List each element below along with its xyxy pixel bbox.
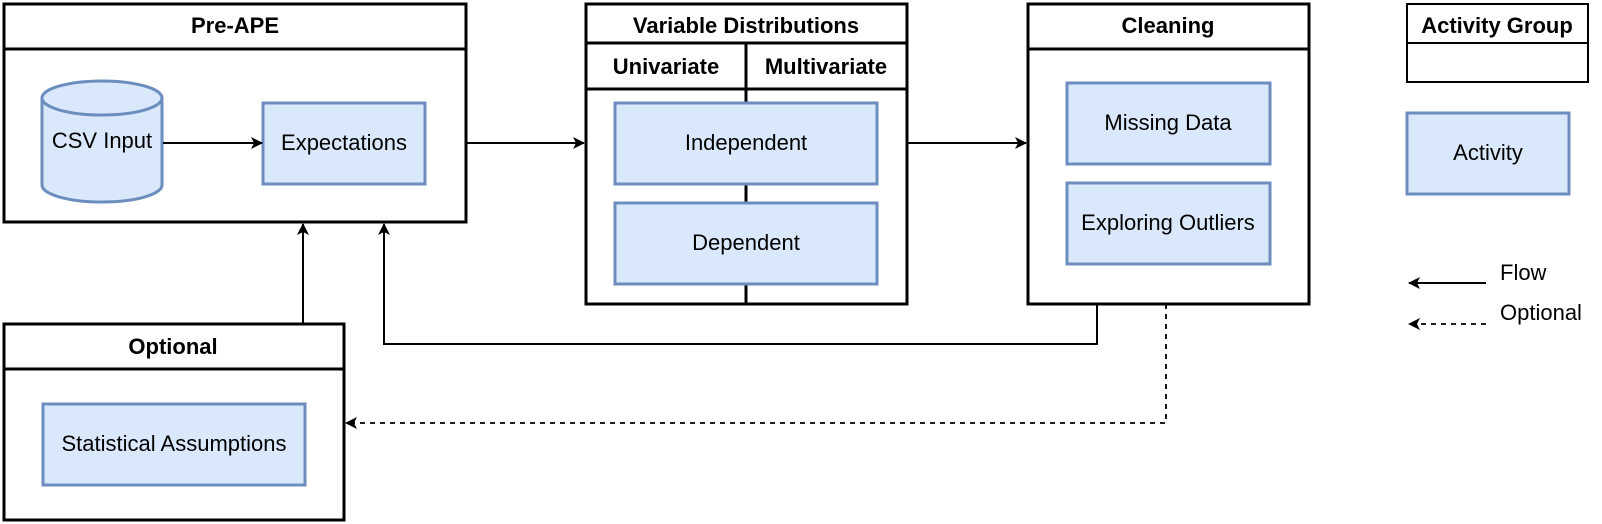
connectors — [163, 137, 1167, 429]
legend-activity-group-label: Activity Group — [1421, 13, 1573, 38]
missing-data-label: Missing Data — [1104, 110, 1232, 135]
activity-missing-data: Missing Data — [1065, 81, 1272, 166]
group-variable-distributions: Variable Distributions Univariate Multiv… — [584, 2, 909, 306]
flow-cleaning-back-to-pre-ape — [378, 223, 1098, 345]
group-optional-title: Optional — [128, 334, 217, 359]
csv-input-label: CSV Input — [52, 128, 152, 153]
exploring-outliers-label: Exploring Outliers — [1081, 210, 1255, 235]
independent-label: Independent — [685, 130, 807, 155]
group-cleaning-title: Cleaning — [1122, 13, 1215, 38]
group-cleaning: Cleaning Missing Data Exploring Outliers — [1026, 2, 1311, 306]
activity-dependent: Dependent — [613, 201, 879, 286]
dependent-label: Dependent — [692, 230, 800, 255]
legend-optional-label: Optional — [1500, 300, 1582, 325]
legend-activity-label: Activity — [1453, 140, 1523, 165]
legend-activity: Activity — [1405, 111, 1571, 196]
activity-exploring-outliers: Exploring Outliers — [1065, 181, 1272, 266]
legend-flow-label: Flow — [1500, 260, 1547, 285]
multivariate-lane-title: Multivariate — [765, 54, 887, 79]
group-pre-ape-title: Pre-APE — [191, 13, 279, 38]
expectations-label: Expectations — [281, 130, 407, 155]
statistical-assumptions-label: Statistical Assumptions — [62, 431, 287, 456]
group-pre-ape: Pre-APE CSV Input Expectations — [2, 2, 468, 224]
legend-optional: Optional — [1408, 300, 1582, 330]
legend-flow: Flow — [1408, 260, 1547, 289]
activity-independent: Independent — [613, 101, 879, 186]
legend-activity-group: Activity Group — [1406, 3, 1589, 83]
optional-cleaning-to-optional — [345, 304, 1167, 429]
legend: Activity Group Activity Flow Optional — [1405, 3, 1589, 330]
csv-input-database: CSV Input — [40, 79, 164, 204]
group-variable-distributions-title: Variable Distributions — [633, 13, 859, 38]
group-optional: Optional Statistical Assumptions — [2, 322, 346, 522]
activity-statistical-assumptions: Statistical Assumptions — [41, 402, 307, 487]
univariate-lane-title: Univariate — [613, 54, 719, 79]
activity-expectations: Expectations — [261, 101, 427, 186]
